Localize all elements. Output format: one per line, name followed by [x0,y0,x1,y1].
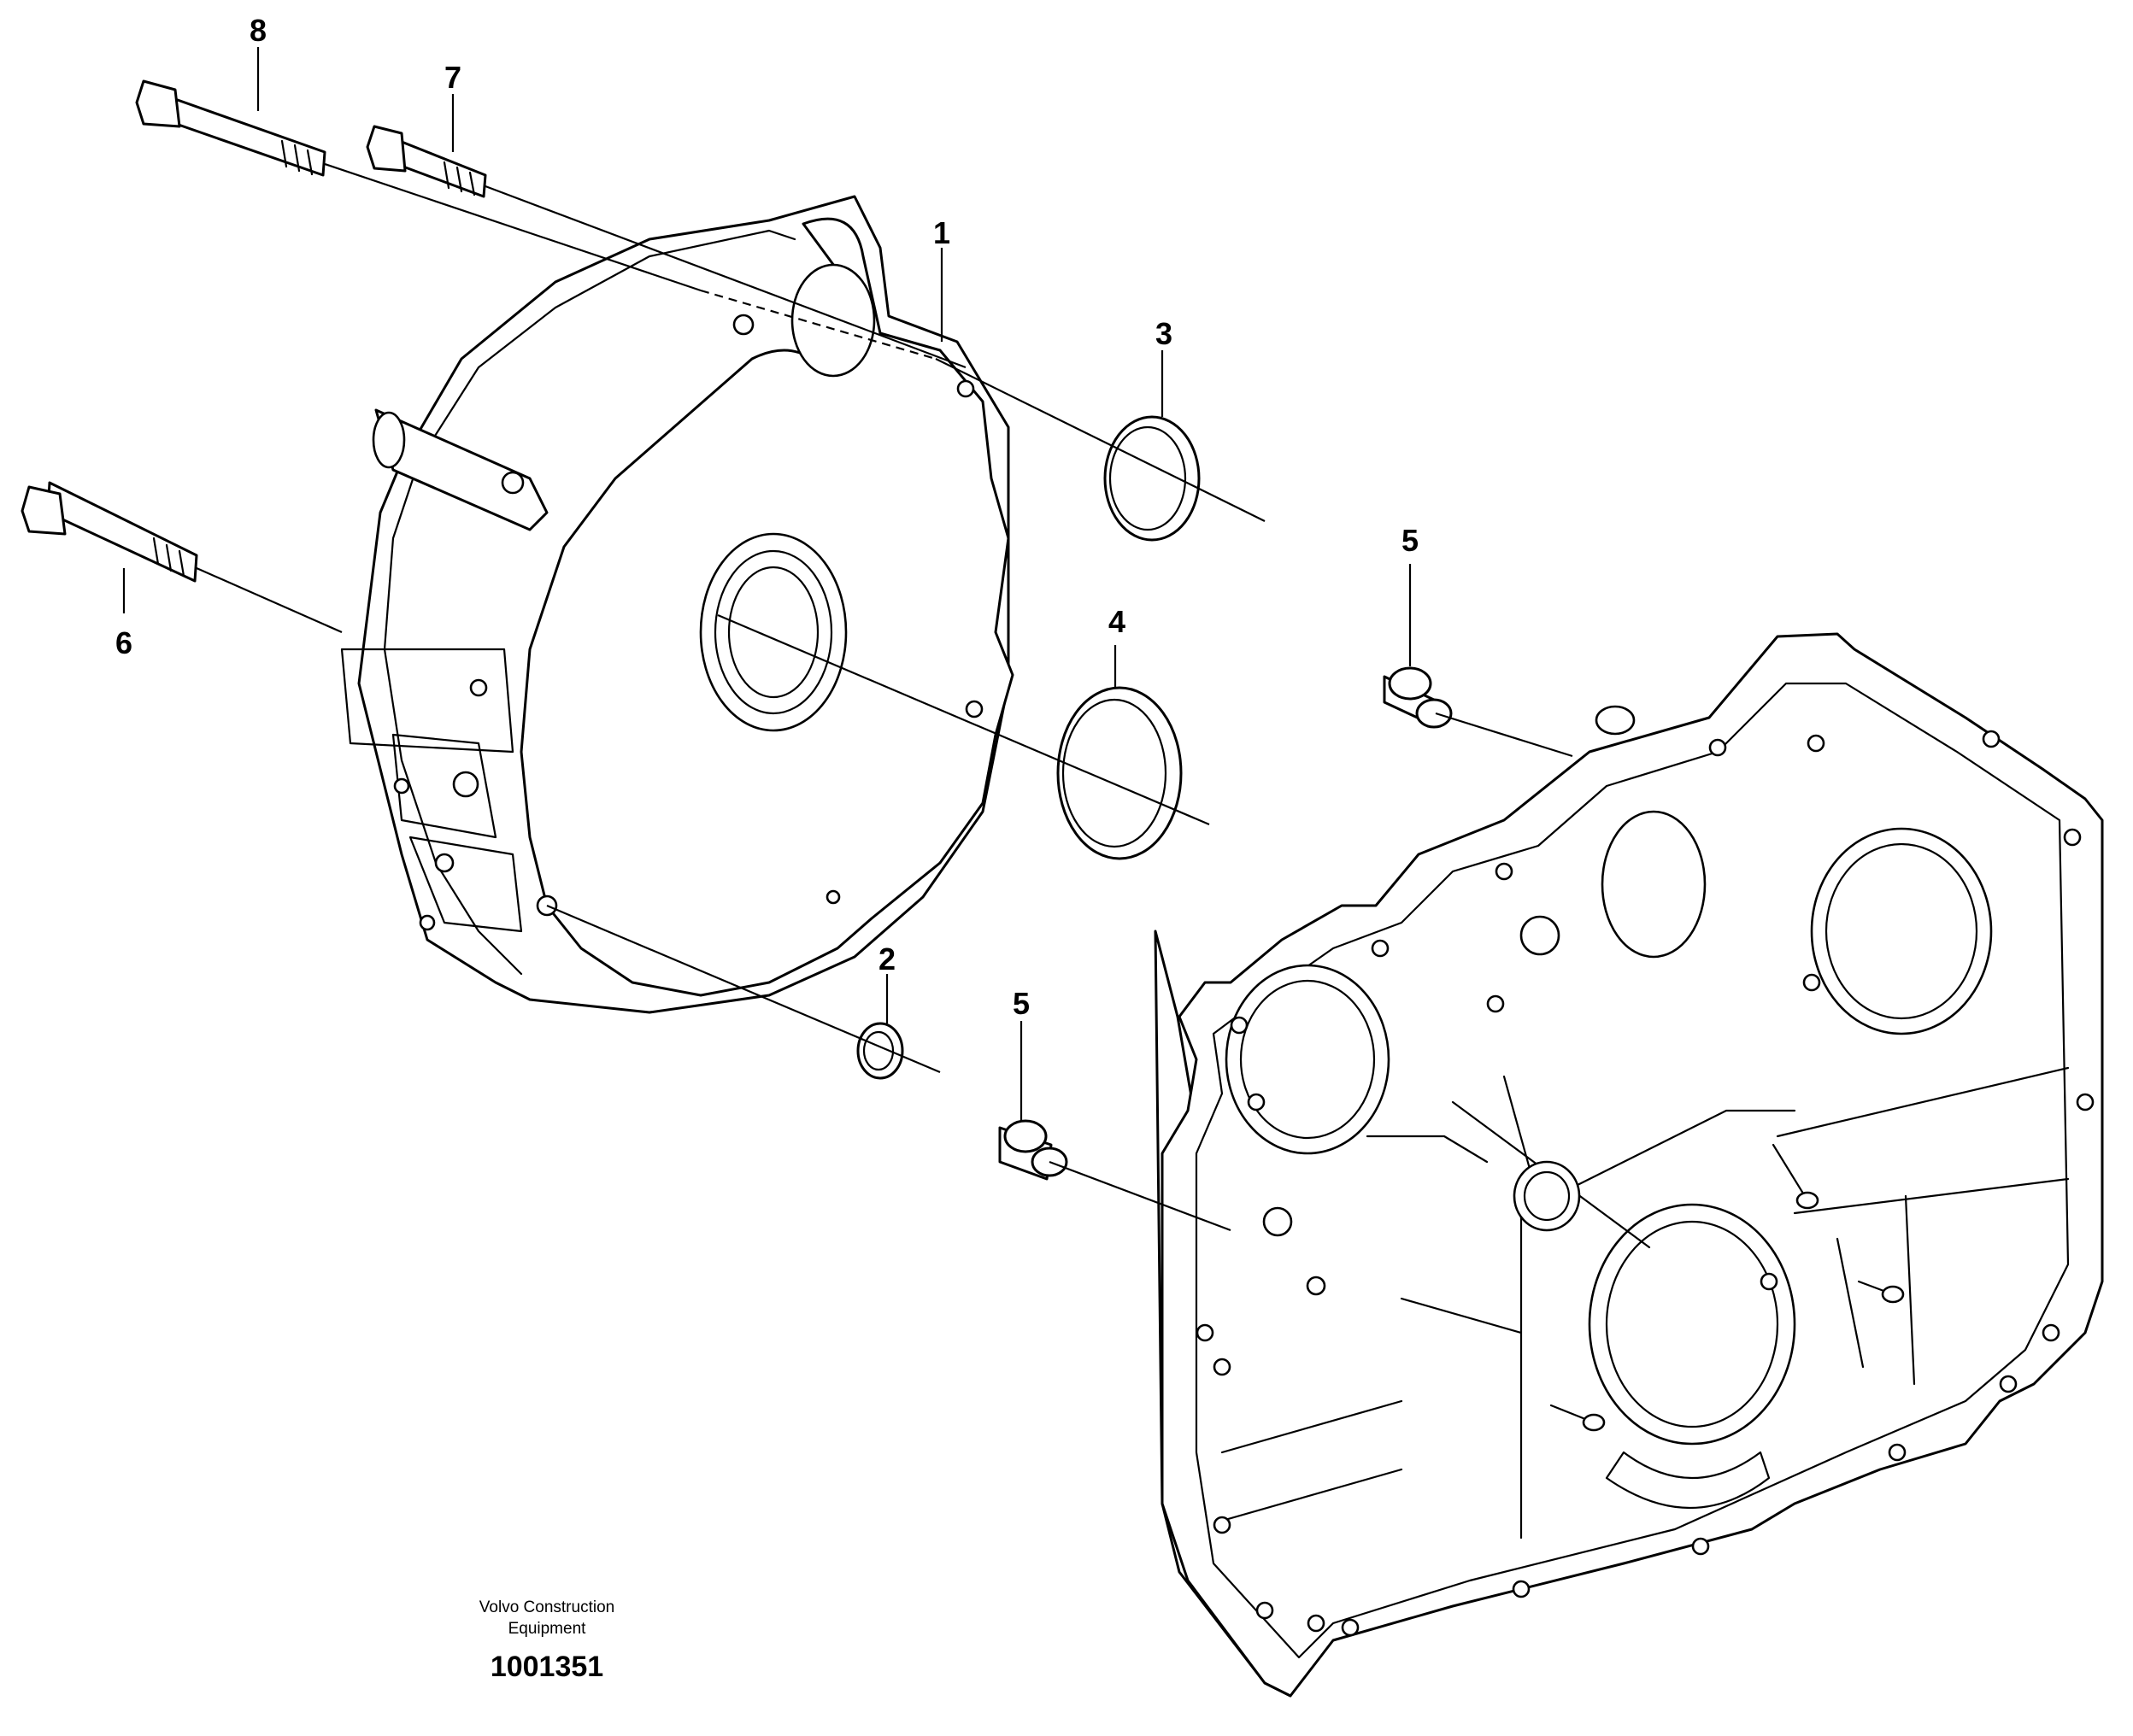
seal-ring-3 [1103,415,1201,542]
flywheel-housing [340,195,1014,1014]
callout-leaders [122,47,1412,1121]
housing-upper-bore [790,263,876,378]
dowel-sleeve-upper [1383,666,1453,729]
upper-left-bore [1225,964,1390,1155]
dowel-sleeve-lower [998,1119,1068,1181]
seal-ring-2 [856,1022,904,1080]
crankshaft-seal-bore [699,532,848,732]
bolt-8 [135,79,326,177]
brand-line-2: Equipment [508,1620,587,1638]
housing-studs [1519,705,1905,1432]
callout-3: 3 [1155,316,1172,351]
seal-ring-4 [1056,686,1183,860]
flywheel-housing-bolt-holes [393,314,984,931]
flywheel-housing-rim [383,229,796,976]
lower-center-bore [1588,1203,1796,1446]
callout-8: 8 [250,13,267,48]
document-number: 1001351 [491,1651,603,1683]
bolt-7 [366,125,487,198]
bolt-6 [21,481,198,583]
housing-bolt-holes [1196,730,2095,1637]
housing-ribs [1220,1066,2070,1540]
callout-5-lower: 5 [1013,986,1030,1021]
callout-5-upper: 5 [1401,523,1419,558]
callout-6: 6 [115,625,132,660]
callout-1: 1 [933,215,950,250]
brand-line-1: Volvo Construction [479,1598,614,1616]
callout-2: 2 [878,941,896,976]
callout-7: 7 [444,60,461,95]
top-center-bore [1601,810,1707,959]
assembly-lines [196,162,1573,1232]
upper-right-bore [1810,827,1993,1035]
timing-gear-housing [1154,632,2104,1698]
housing-inner-rim [1195,682,2070,1659]
housing-outline [1161,632,2104,1698]
callout-4: 4 [1108,604,1125,639]
